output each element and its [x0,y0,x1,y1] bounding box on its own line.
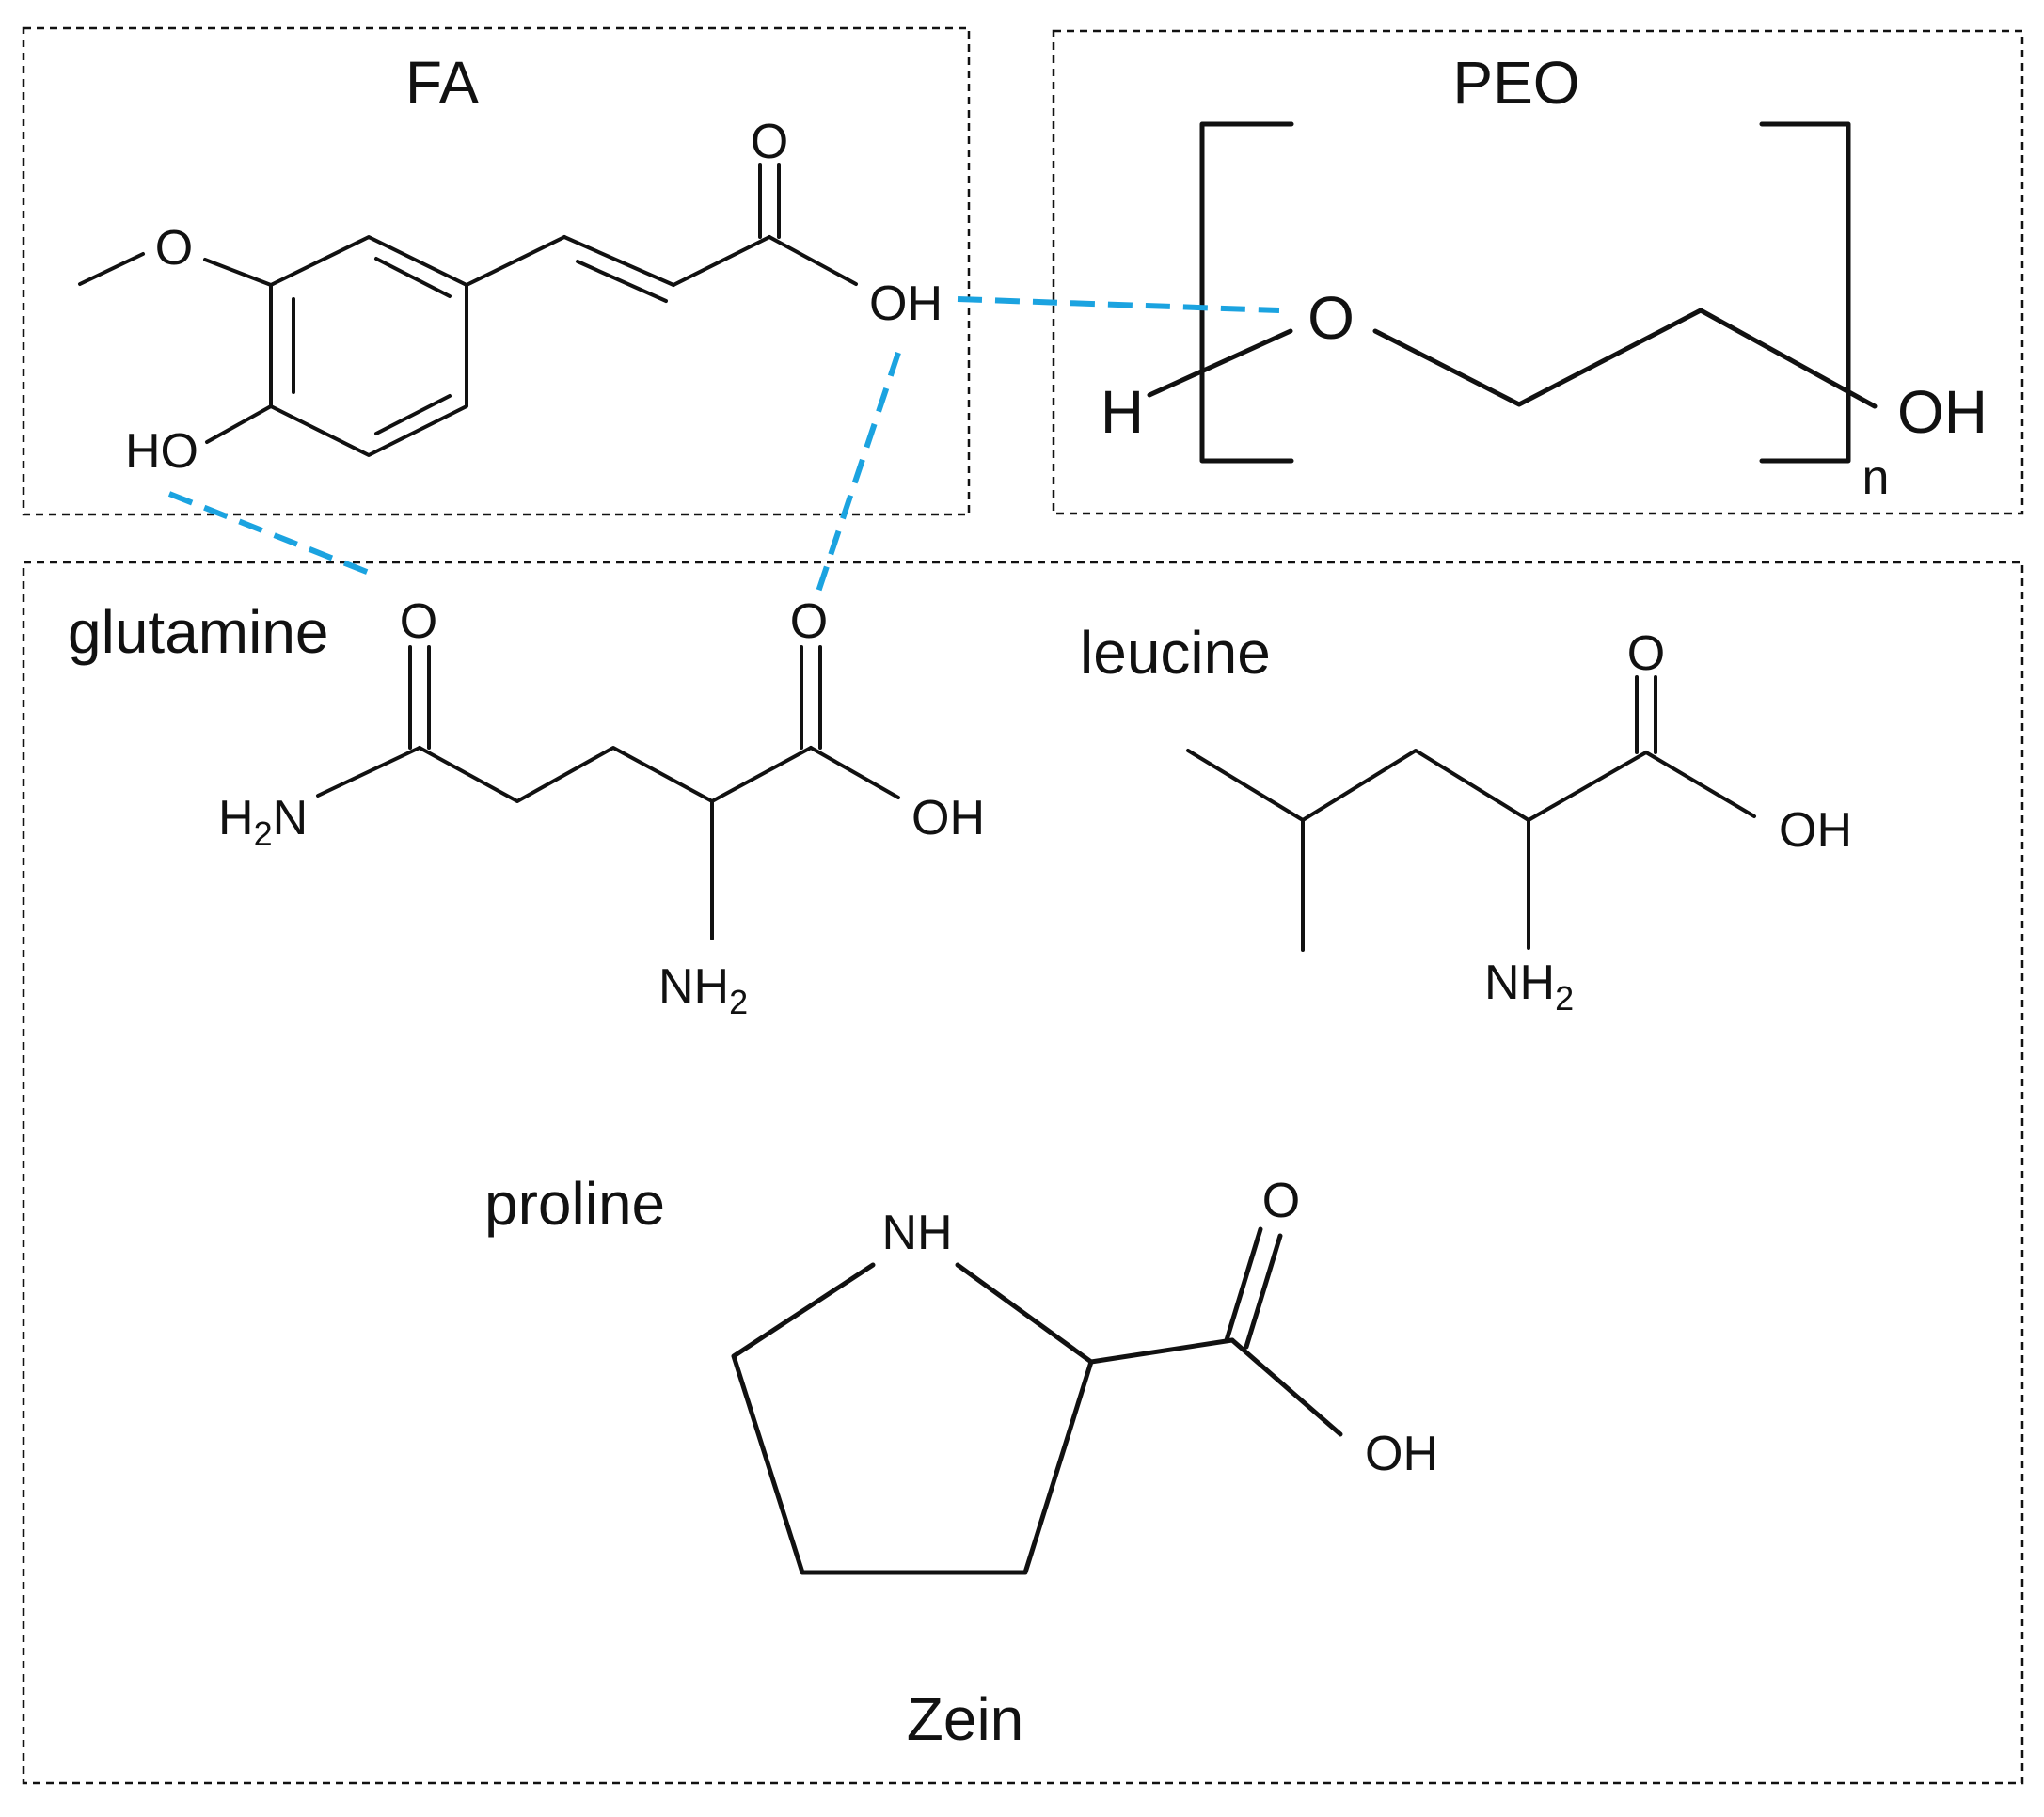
peo-structure: H O OH n [1101,121,1988,505]
glutamine-amide-o: O [400,594,437,649]
fa-chain-bond-3 [672,235,771,287]
proline-ring [731,1262,1094,1575]
zein-title: Zein [907,1685,1024,1753]
glutamine-oh: OH [911,791,985,845]
glutamine-nh2-sub: 2 [729,983,748,1021]
proline-acid-oh-bond [1229,1337,1343,1437]
peo-h: H [1101,378,1144,446]
glutamine-amide-n-bond [316,746,421,798]
fa-methoxy-o: O [155,221,193,276]
glutamine-h2n-h: H [218,791,254,845]
fa-structure: O HO O OH [78,115,943,479]
peo-right-bracket [1759,121,1851,464]
leucine-backbone [1301,749,1648,822]
peo-title: PEO [1452,49,1579,117]
leucine-acid-o: O [1627,626,1665,681]
leucine-acid-oh-bond [1644,750,1756,818]
fa-methoxy-ring-bond [203,258,273,287]
fa-acid-oh: OH [869,276,943,331]
peo-oh: OH [1897,378,1988,446]
glutamine-nh2: NH2 [658,959,748,1021]
fa-chain-double [576,260,668,303]
leucine-oh: OH [1779,803,1852,858]
fa-carbonyl-o: O [751,115,788,169]
proline-nh: NH [881,1206,952,1260]
hbond-fa-glutamine-acid [814,352,901,598]
fa-ring-double-2 [374,257,452,298]
leucine-methyl-1 [1186,749,1305,822]
fa-panel [22,26,971,516]
glutamine-h2n-n: N [273,791,309,845]
fa-chain-bond-2 [562,235,675,287]
zein-panel [22,561,2024,1785]
peo-left-bracket [1199,121,1294,464]
glutamine-acid-o: O [790,594,828,649]
fa-ring-double-3 [374,394,452,435]
glutamine-h2n: H2N [218,791,308,853]
fa-acid-bond [768,235,858,286]
glutamine-name: glutamine [68,598,329,666]
hbond-fa-peo [957,296,1280,313]
peo-chain [1372,308,1878,409]
proline-structure: NH O OH [731,1174,1438,1575]
peo-panel [1052,29,2024,515]
leucine-nh2-sub: 2 [1555,979,1574,1018]
peo-ether-o: O [1307,284,1355,352]
proline-acid-o: O [1262,1174,1300,1228]
proline-oh: OH [1365,1427,1438,1481]
glutamine-backbone [418,746,813,803]
leucine-name: leucine [1080,619,1271,687]
glutamine-structure: O H2N O OH NH2 [218,594,985,1021]
fa-phenol-ho: HO [125,424,198,479]
leucine-structure: O OH NH2 [1186,626,1852,1018]
glutamine-acid-oh-bond [809,746,900,799]
leucine-nh2: NH2 [1484,956,1574,1018]
glutamine-nh2-nh: NH [658,959,729,1014]
fa-benzene-ring [269,235,468,457]
peo-h-o-bond [1147,328,1293,398]
proline-acid-double-a [1224,1226,1263,1343]
fa-chain-bond-1 [465,235,566,287]
proline-acid-double-b [1244,1233,1283,1350]
glutamine-h2n-sub: 2 [254,814,273,853]
peo-repeat-n: n [1862,450,1890,505]
fa-methyl-bond [78,252,145,286]
fa-phenol-bond [205,404,273,444]
fa-title: FA [405,49,480,117]
proline-name: proline [484,1170,665,1238]
leucine-nh2-nh: NH [1484,956,1555,1010]
proline-acid-bond [1088,1337,1235,1365]
